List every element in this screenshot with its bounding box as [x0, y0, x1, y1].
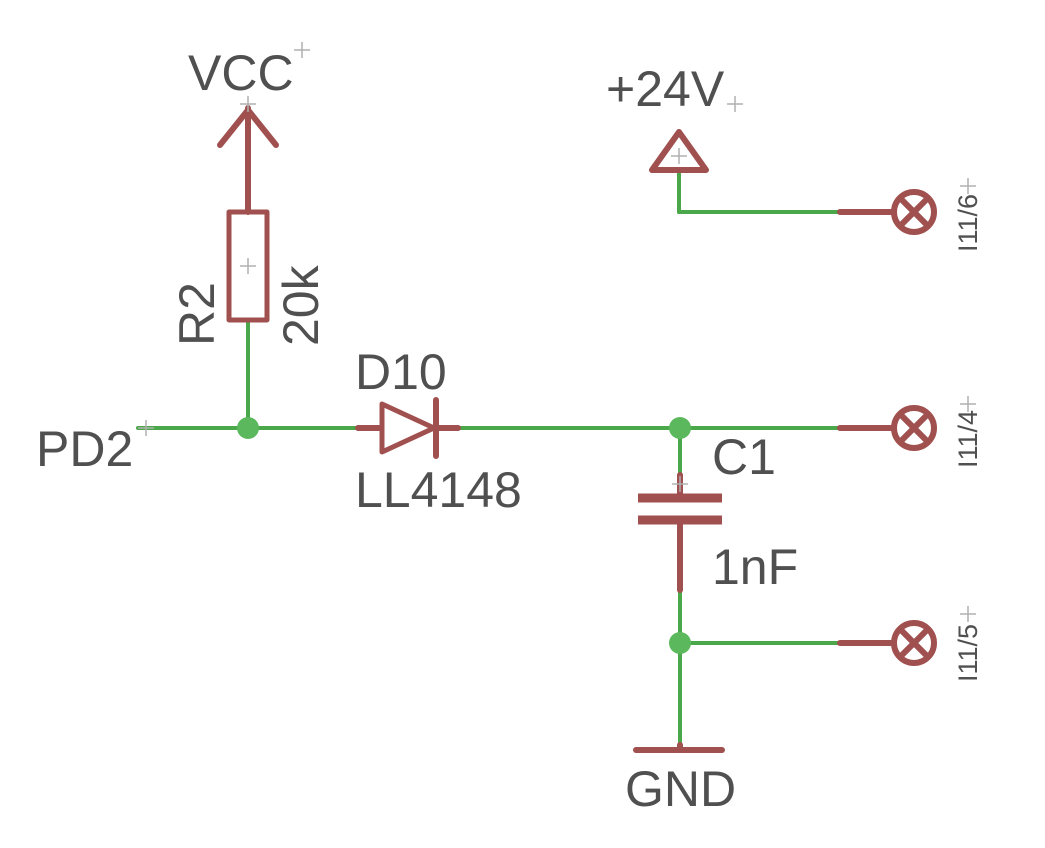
origin-cross-24v-label	[727, 96, 743, 112]
c1-value-label: 1nF	[712, 539, 798, 595]
pd2-net-label: PD2	[36, 421, 133, 477]
connector-i11-6-symbol	[891, 189, 937, 235]
c1-name-label: C1	[712, 429, 776, 485]
connector-i11-4-symbol	[891, 405, 937, 451]
i11-6-pin-label: I11/6	[953, 194, 983, 252]
diode-d10-symbol	[355, 397, 461, 459]
origin-cross-24v	[671, 148, 687, 164]
r2-value-label: 20k	[273, 264, 329, 346]
junction-cap-gnd	[669, 632, 691, 654]
gnd-symbol	[633, 742, 725, 753]
junction-diode-cap	[669, 417, 691, 439]
origin-cross-i11-6	[960, 178, 976, 194]
origin-cross-vcc	[240, 96, 256, 112]
origin-cross-i11-4	[960, 396, 976, 412]
vcc-supply-symbol	[217, 105, 279, 215]
origin-cross-r2	[240, 258, 256, 274]
vcc-label: VCC	[188, 45, 294, 101]
gnd-label: GND	[625, 761, 736, 817]
i11-4-pin-label: I11/4	[953, 410, 983, 468]
symbols	[217, 105, 937, 753]
wires	[136, 168, 842, 747]
resistor-r2-body	[226, 209, 270, 323]
junction-r2-pd2	[237, 417, 259, 439]
d10-value-label: LL4148	[355, 462, 522, 518]
r2-name-label: R2	[169, 282, 225, 346]
d10-name-label: D10	[355, 344, 447, 400]
junctions	[237, 417, 691, 654]
plus24v-supply-symbol	[649, 129, 709, 173]
plus24v-label: +24V	[606, 61, 725, 117]
connector-i11-5-symbol	[891, 620, 937, 666]
capacitor-c1-symbol	[638, 472, 722, 593]
origin-cross-vcc-label	[294, 42, 310, 58]
origin-cross-c1	[672, 476, 688, 492]
origin-cross-i11-5	[960, 606, 976, 622]
origin-markers	[138, 42, 976, 622]
origin-cross-pd2	[138, 420, 154, 436]
i11-5-pin-label: I11/5	[953, 624, 983, 682]
